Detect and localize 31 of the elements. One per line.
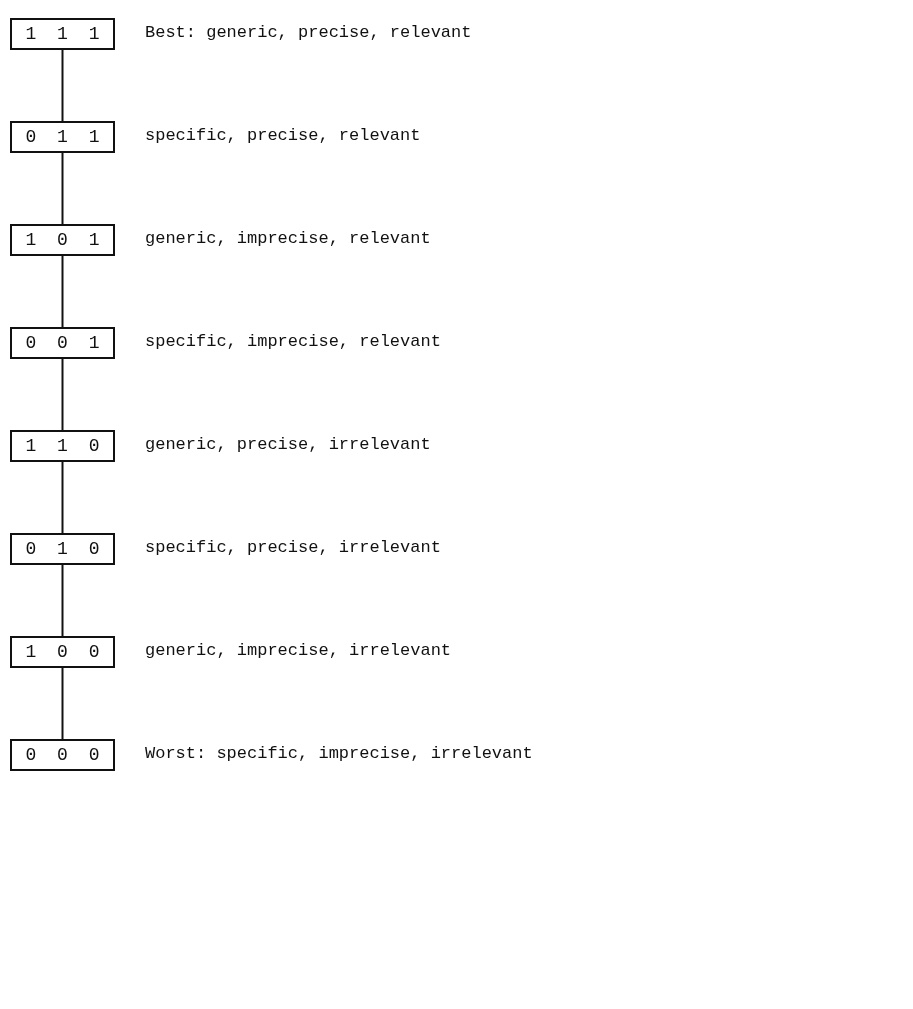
bit-code: 1 0 0 [25, 642, 100, 662]
code-box [10, 533, 115, 565]
connector-line [61, 152, 64, 225]
connector-line [61, 255, 64, 328]
connector-line [61, 49, 64, 122]
code-box [10, 636, 115, 668]
code-box [10, 224, 115, 256]
connector-line [61, 461, 64, 534]
rank-description: Best: generic, precise, relevant [145, 23, 472, 42]
bit-code: 1 1 1 [25, 24, 100, 44]
rank-description: generic, imprecise, irrelevant [145, 641, 452, 660]
bit-code: 0 0 1 [25, 333, 100, 353]
rank-description: specific, precise, irrelevant [145, 538, 441, 557]
connector-line [61, 667, 64, 740]
code-box [10, 430, 115, 462]
code-box [10, 121, 115, 153]
bit-code: 1 0 1 [25, 230, 100, 250]
code-box [10, 327, 115, 359]
rank-description: generic, imprecise, relevant [145, 229, 431, 248]
bit-code: 0 1 1 [25, 127, 100, 147]
connector-line [61, 564, 64, 637]
connector-line [61, 358, 64, 431]
rank-description: specific, precise, relevant [145, 126, 421, 145]
bit-code: 1 1 0 [25, 436, 100, 456]
rank-description: Worst: specific, imprecise, irrelevant [145, 744, 533, 763]
code-box [10, 739, 115, 771]
bit-code: 0 1 0 [25, 539, 100, 559]
code-box [10, 18, 115, 50]
bit-code: 0 0 0 [25, 745, 100, 765]
rank-description: specific, imprecise, relevant [145, 332, 441, 351]
rank-description: generic, precise, irrelevant [145, 435, 431, 454]
